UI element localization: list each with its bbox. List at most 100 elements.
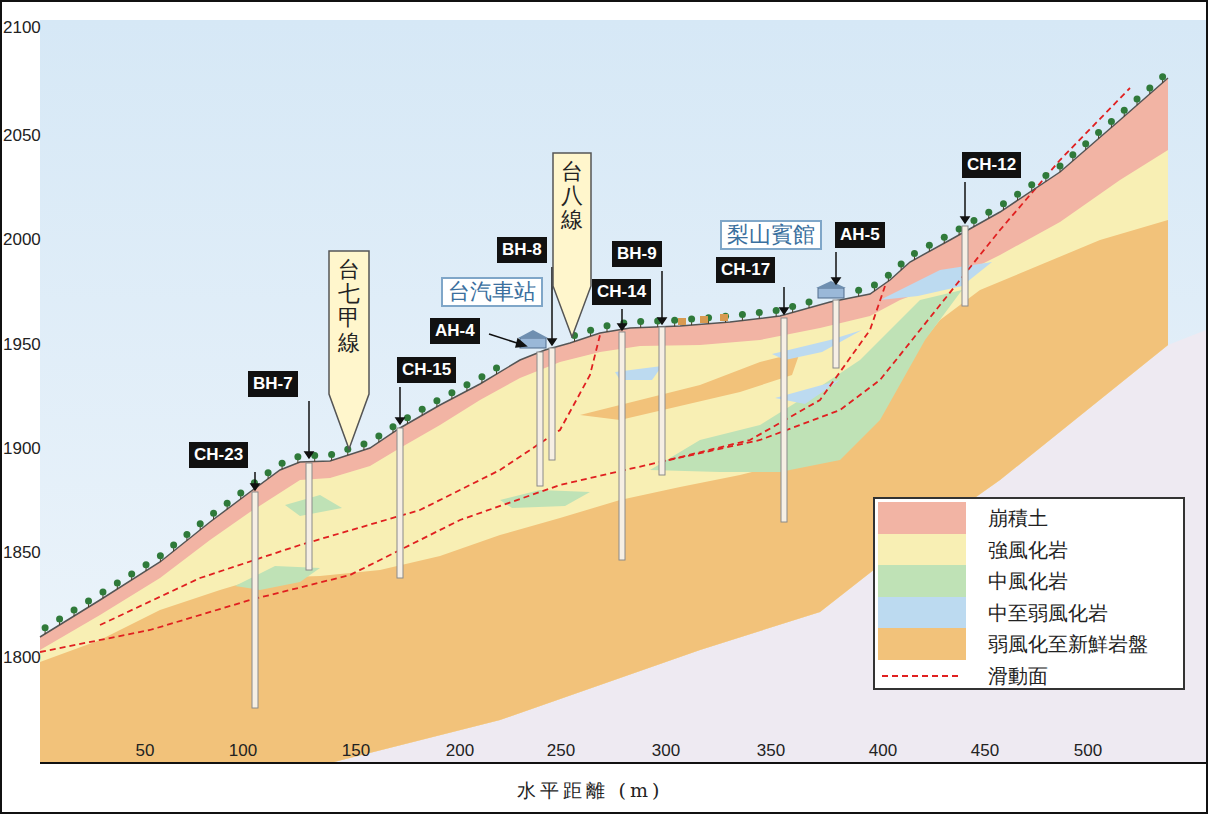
tree-crown [360,440,367,447]
borehole-id: CH-15 [402,360,451,379]
geo-shape [658,318,666,324]
legend-line-sample [878,660,966,692]
sky [40,20,1206,763]
tree-crown [328,451,335,458]
tree-crown [789,303,796,310]
geo-shape [621,309,623,324]
legend-text: 中至弱風化岩 [988,600,1108,627]
geo-shape [308,401,310,452]
legend-text: 弱風化至新鮮岩盤 [988,631,1148,658]
tree-crown [114,580,121,587]
legend: 崩積土強風化岩中風化岩中至弱風化岩弱風化至新鮮岩盤滑動面 [873,497,1185,690]
geo-shape [619,332,625,560]
place-name: 台汽車站 [448,279,536,304]
legend-swatch [878,534,966,566]
geo-shape [252,492,258,708]
legend-text: 中風化岩 [988,568,1068,595]
tree-crown [210,510,217,517]
x-tick-label: 450 [971,741,999,761]
x-tick-label: 300 [652,741,680,761]
borehole-tag: CH-15 [397,357,456,383]
geo-shape [251,484,259,490]
geo-shape [835,252,837,278]
tree-crown [587,327,594,334]
x-tick-label: 150 [342,741,370,761]
borehole-id: CH-23 [194,445,243,464]
geo-shape [650,290,962,472]
geo-shape [285,495,342,516]
tree-crown [197,520,204,527]
geo-shape [961,217,969,223]
tree-crown [71,607,78,614]
geo-shape [678,318,686,325]
tree-crown [224,500,231,507]
tree-crown [85,598,92,605]
tree-crown [885,272,892,279]
bedrock [40,220,1168,763]
borehole-tag: BH-7 [248,371,298,397]
legend-row: 崩積土 [878,502,1178,534]
borehole-id: BH-9 [617,244,657,263]
tree-crown [463,381,470,388]
geo-shape [964,182,966,217]
borehole-tag: AH-5 [835,222,885,248]
tree-crown [143,561,150,568]
geo-shape [500,490,590,508]
geo-shape [661,271,663,318]
tree-crown [1028,181,1035,188]
geo-shape [537,352,543,486]
geo-shape [489,334,520,344]
legend-swatch [878,597,966,629]
place-label-box: 梨山賓館 [720,220,822,250]
tree-crown [389,423,396,430]
legend-text: 強風化岩 [988,537,1068,564]
legend-text: 崩積土 [988,505,1048,532]
strongly-weathered [40,150,1168,763]
tree-crown [1108,118,1115,125]
tree-crown [941,234,948,241]
borehole-tag: CH-14 [592,279,651,305]
geo-shape [659,327,665,475]
tree-crown [773,307,780,314]
y-tick-label: 1900 [3,439,41,459]
x-tick-label: 500 [1074,741,1102,761]
tree-crown [855,287,862,294]
borehole-id: CH-12 [967,155,1016,174]
geo-shape [254,472,256,484]
leader-arrows [251,182,969,490]
y-tick-label: 2100 [3,18,41,38]
bedrock-lens [580,352,800,420]
geo-shape [783,287,785,308]
slip-surface-sample [882,675,962,677]
x-tick-label: 100 [229,741,257,761]
y-tick-label: 1850 [3,543,41,563]
callout-arrow-outline [553,153,591,337]
ground-surface [40,78,1168,637]
tree-crown [1014,191,1021,198]
boreholes [252,226,968,708]
tree-crown [1042,172,1049,179]
x-tick-label: 350 [757,741,785,761]
y-tick-label: 2050 [3,126,41,146]
geo-shape [833,300,839,368]
place-label-box: 台汽車站 [441,277,543,307]
tree-crown [433,397,440,404]
x-axis [40,762,1206,764]
y-tick-label: 1800 [3,648,41,668]
tree-crown [739,311,746,318]
tree-crown [170,542,177,549]
geo-shape [720,314,728,321]
geo-shape [660,286,885,462]
tree-crown [294,453,301,460]
tree-crown [1000,200,1007,207]
tree-crown [985,209,992,216]
geo-shape [518,330,548,338]
geo-shape [548,339,556,345]
tree-crown [911,250,918,257]
geo-shape [700,316,708,323]
legend-row: 滑動面 [878,660,1178,692]
x-tick-label: 200 [446,741,474,761]
